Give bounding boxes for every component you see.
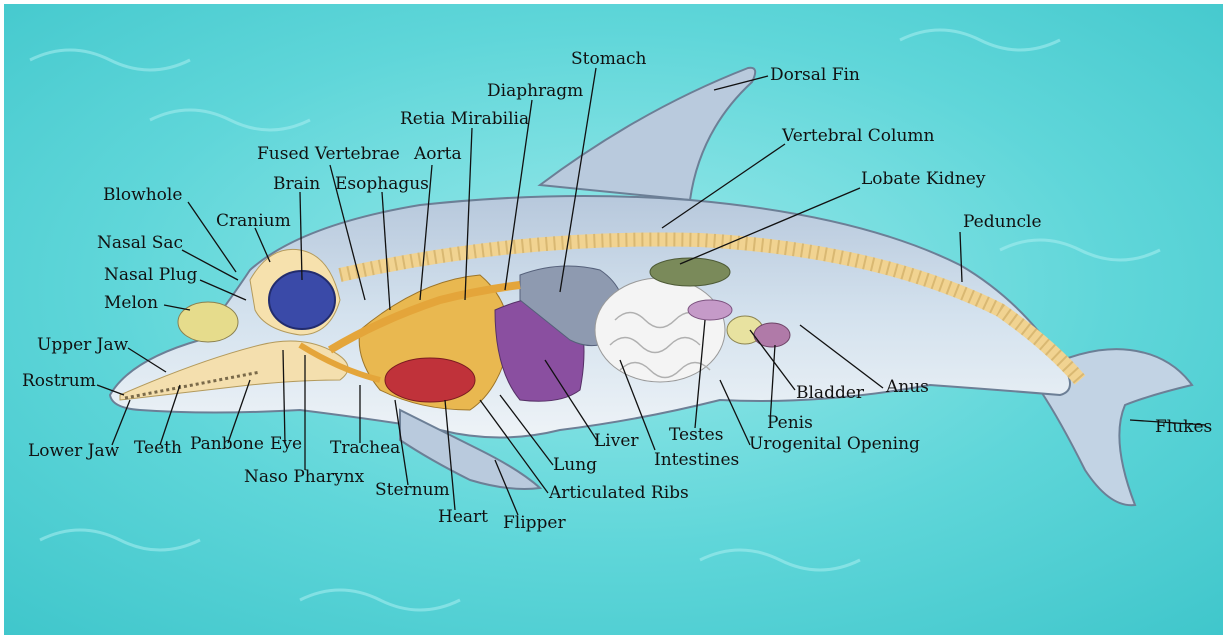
melon-shape (178, 302, 238, 342)
label-melon: Melon (104, 293, 158, 313)
label-lung: Lung (553, 455, 597, 475)
label-panbone: Panbone (190, 434, 264, 454)
label-bladder: Bladder (796, 383, 865, 403)
label-eye: Eye (270, 434, 302, 454)
label-heart: Heart (438, 507, 488, 527)
label-articulated-ribs: Articulated Ribs (548, 483, 689, 503)
label-brain: Brain (273, 174, 320, 194)
label-cranium: Cranium (216, 211, 291, 231)
label-naso-pharynx: Naso Pharynx (244, 467, 365, 487)
label-sternum: Sternum (375, 480, 450, 500)
label-vertebral-column: Vertebral Column (781, 126, 935, 146)
label-peduncle: Peduncle (963, 212, 1042, 232)
label-trachea: Trachea (330, 438, 400, 458)
label-aorta: Aorta (413, 144, 462, 164)
label-flukes: Flukes (1155, 417, 1212, 437)
label-liver: Liver (594, 431, 639, 451)
label-upper-jaw: Upper Jaw (37, 335, 129, 355)
label-penis: Penis (767, 413, 813, 433)
label-lower-jaw: Lower Jaw (28, 441, 120, 461)
label-urogenital-opening: Urogenital Opening (749, 434, 920, 454)
heart-shape (385, 358, 475, 402)
label-testes: Testes (669, 425, 723, 445)
testes-shape (688, 300, 732, 320)
label-blowhole: Blowhole (103, 185, 182, 205)
label-anus: Anus (885, 377, 929, 397)
label-rostrum: Rostrum (22, 371, 96, 391)
kidney-shape (650, 258, 730, 286)
label-teeth: Teeth (134, 438, 182, 458)
label-esophagus: Esophagus (335, 174, 429, 194)
label-nasal-plug: Nasal Plug (104, 265, 198, 285)
label-dorsal-fin: Dorsal Fin (770, 65, 860, 85)
label-intestines: Intestines (654, 450, 739, 470)
label-fused-vertebrae: Fused Vertebrae (257, 144, 400, 164)
label-stomach: Stomach (571, 49, 646, 69)
label-flipper: Flipper (503, 513, 566, 533)
label-lobate-kidney: Lobate Kidney (861, 169, 986, 189)
label-diaphragm: Diaphragm (487, 81, 583, 101)
label-nasal-sac: Nasal Sac (97, 233, 183, 253)
label-retia-mirabilia: Retia Mirabilia (400, 109, 529, 129)
